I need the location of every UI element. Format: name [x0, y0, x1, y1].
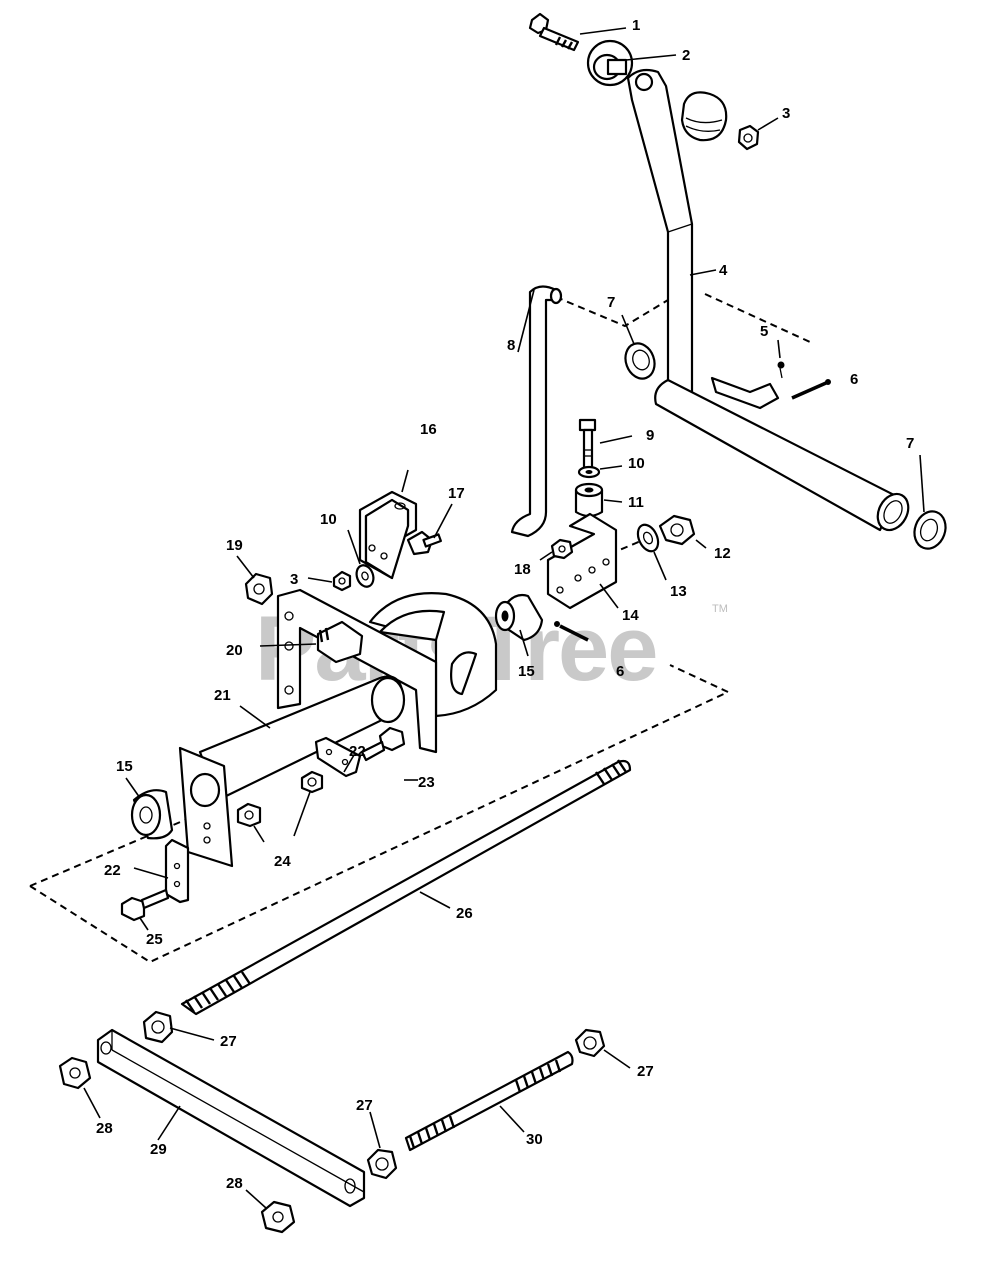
- nut-part-28-bottom: [260, 1200, 296, 1234]
- callout-28: 28: [226, 1175, 243, 1192]
- callout-9: 9: [646, 427, 654, 444]
- callout-15: 15: [518, 663, 535, 680]
- lever-shaft: [654, 376, 910, 532]
- callout-22: 22: [104, 862, 121, 879]
- callout-2: 2: [682, 47, 690, 64]
- callout-25: 25: [146, 931, 163, 948]
- link-bar-part-29: [96, 1028, 366, 1208]
- callout-1: 1: [632, 17, 640, 34]
- pulley-assembly: [276, 588, 498, 754]
- stud-part-30: [404, 1050, 574, 1152]
- bushing-part-7-right: [913, 510, 947, 550]
- callout-3: 3: [782, 105, 790, 122]
- nut-part-3-top: [737, 124, 760, 151]
- pin-part-5: [777, 361, 785, 379]
- spacer-part-11: [574, 482, 604, 518]
- nut-part-27-left: [142, 1010, 174, 1044]
- callout-4: 4: [719, 262, 728, 279]
- callout-15: 15: [116, 758, 133, 775]
- pin-part-6-mid: [554, 621, 589, 642]
- bolt-part-20: [316, 620, 364, 664]
- bolt-part-1: [528, 12, 580, 52]
- bracket-part-14: [546, 512, 618, 610]
- bushing-part-15-right: [494, 593, 544, 642]
- nut-part-24-right: [300, 770, 324, 794]
- rod-part-8: [510, 285, 563, 538]
- lever-arm-part-4: [626, 68, 694, 406]
- bushing-part-7-left: [624, 342, 656, 380]
- callout-3: 3: [290, 571, 298, 588]
- callout-7: 7: [607, 294, 615, 311]
- threaded-rod-part-26: [180, 759, 632, 1016]
- nut-part-12: [658, 514, 696, 546]
- nut-part-18: [550, 538, 574, 560]
- nut-part-24-left: [236, 802, 262, 828]
- callout-24: 24: [274, 853, 291, 870]
- callout-10: 10: [628, 455, 645, 472]
- knob-part-2: [586, 39, 728, 142]
- callout-labels: 1 2 3 4 5 6 7 7 8 9 10 11 12 13 14 15 6 …: [96, 17, 914, 1192]
- callout-8: 8: [507, 337, 515, 354]
- plate-part-22-lower: [164, 838, 190, 904]
- callout-27: 27: [220, 1033, 237, 1050]
- callout-10: 10: [320, 511, 337, 528]
- bolt-part-23: [360, 726, 406, 762]
- callout-30: 30: [526, 1131, 543, 1148]
- callout-14: 14: [622, 607, 639, 624]
- nut-part-3-left: [332, 570, 352, 592]
- callout-27: 27: [356, 1097, 373, 1114]
- callout-12: 12: [714, 545, 731, 562]
- nut-part-27-bottom: [366, 1148, 398, 1180]
- callout-18: 18: [514, 561, 531, 578]
- nut-part-19: [244, 572, 274, 606]
- bolt-part-9: [578, 418, 597, 470]
- callout-11: 11: [628, 494, 644, 511]
- bolt-part-25: [120, 888, 170, 922]
- callout-21: 21: [214, 687, 231, 704]
- callout-17: 17: [448, 485, 465, 502]
- callout-23: 23: [418, 774, 435, 791]
- callout-7: 7: [906, 435, 914, 452]
- callout-19: 19: [226, 537, 243, 554]
- callout-28: 28: [96, 1120, 113, 1137]
- washer-part-10-left: [355, 564, 375, 588]
- callout-20: 20: [226, 642, 243, 659]
- bushing-part-15-left: [130, 789, 174, 840]
- plate-part-22-upper: [314, 736, 362, 778]
- bracket-part-16: [358, 490, 418, 580]
- shaft-housing-part-21: [178, 675, 406, 868]
- washer-part-10-right: [577, 465, 601, 479]
- callout-6: 6: [616, 663, 624, 680]
- callout-6: 6: [850, 371, 858, 388]
- callout-27: 27: [637, 1063, 654, 1080]
- callout-13: 13: [670, 583, 687, 600]
- callout-22: 22: [349, 743, 366, 760]
- callout-29: 29: [150, 1141, 167, 1158]
- bolt-part-17: [406, 530, 442, 556]
- callout-26: 26: [456, 905, 473, 922]
- callout-16: 16: [420, 421, 437, 438]
- nut-part-27-right: [574, 1028, 606, 1058]
- pin-part-6-top: [791, 379, 831, 400]
- watermark-trademark: TM: [712, 603, 728, 615]
- washer-part-13: [636, 523, 660, 553]
- callout-5: 5: [760, 323, 768, 340]
- leader-lines: [83, 27, 925, 1209]
- nut-part-28-top: [58, 1056, 92, 1090]
